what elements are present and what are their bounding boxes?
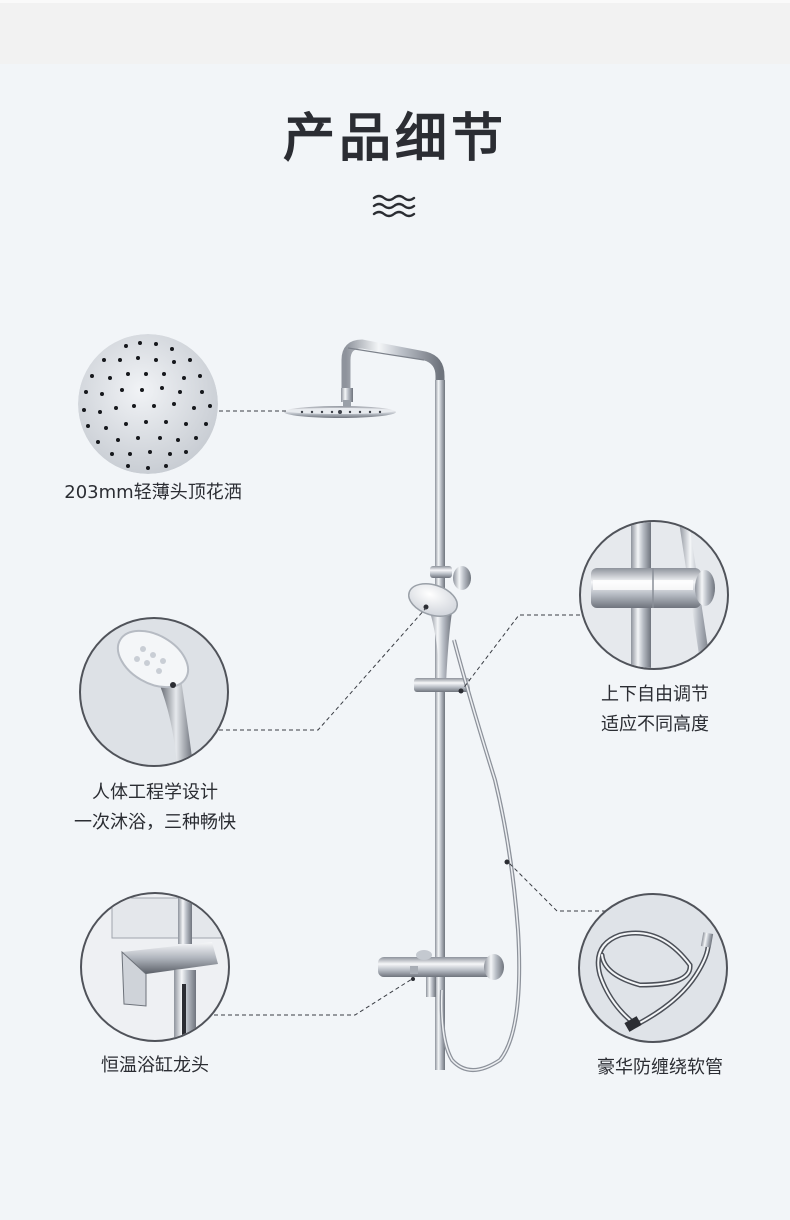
caption-line: 豪华防缠绕软管 <box>597 1057 723 1078</box>
hose-icon <box>595 930 714 1032</box>
slider-caption: 上下自由调节 适应不同高度 <box>560 680 750 740</box>
slider-bracket-icon <box>591 522 715 668</box>
caption-line: 恒温浴缸龙头 <box>101 1055 209 1076</box>
slider-detail-image <box>579 520 729 670</box>
hand-shower-caption: 人体工程学设计 一次沐浴，三种畅快 <box>50 778 260 838</box>
caption-line-1: 上下自由调节 <box>601 684 709 705</box>
shower-head-top-icon <box>78 334 218 474</box>
wave-icon <box>372 194 416 220</box>
caption-line-2: 一次沐浴，三种畅快 <box>74 812 236 833</box>
caption-line-2: 适应不同高度 <box>601 714 709 735</box>
bath-faucet-detail-image <box>80 892 230 1042</box>
hose-detail-image <box>578 893 728 1043</box>
rain-head-caption: 203mm轻薄头顶花洒 <box>40 478 266 508</box>
top-band <box>0 0 790 64</box>
rain-head-detail-image <box>78 334 218 474</box>
caption-line: 203mm轻薄头顶花洒 <box>64 482 242 503</box>
bath-faucet-icon <box>111 894 228 1040</box>
caption-line-1: 人体工程学设计 <box>92 782 218 803</box>
hand-shower-detail-image <box>79 617 229 767</box>
page-title: 产品细节 <box>282 109 507 169</box>
hose-caption: 豪华防缠绕软管 <box>560 1053 760 1083</box>
bath-faucet-caption: 恒温浴缸龙头 <box>60 1051 250 1081</box>
hand-shower-icon <box>116 629 193 765</box>
